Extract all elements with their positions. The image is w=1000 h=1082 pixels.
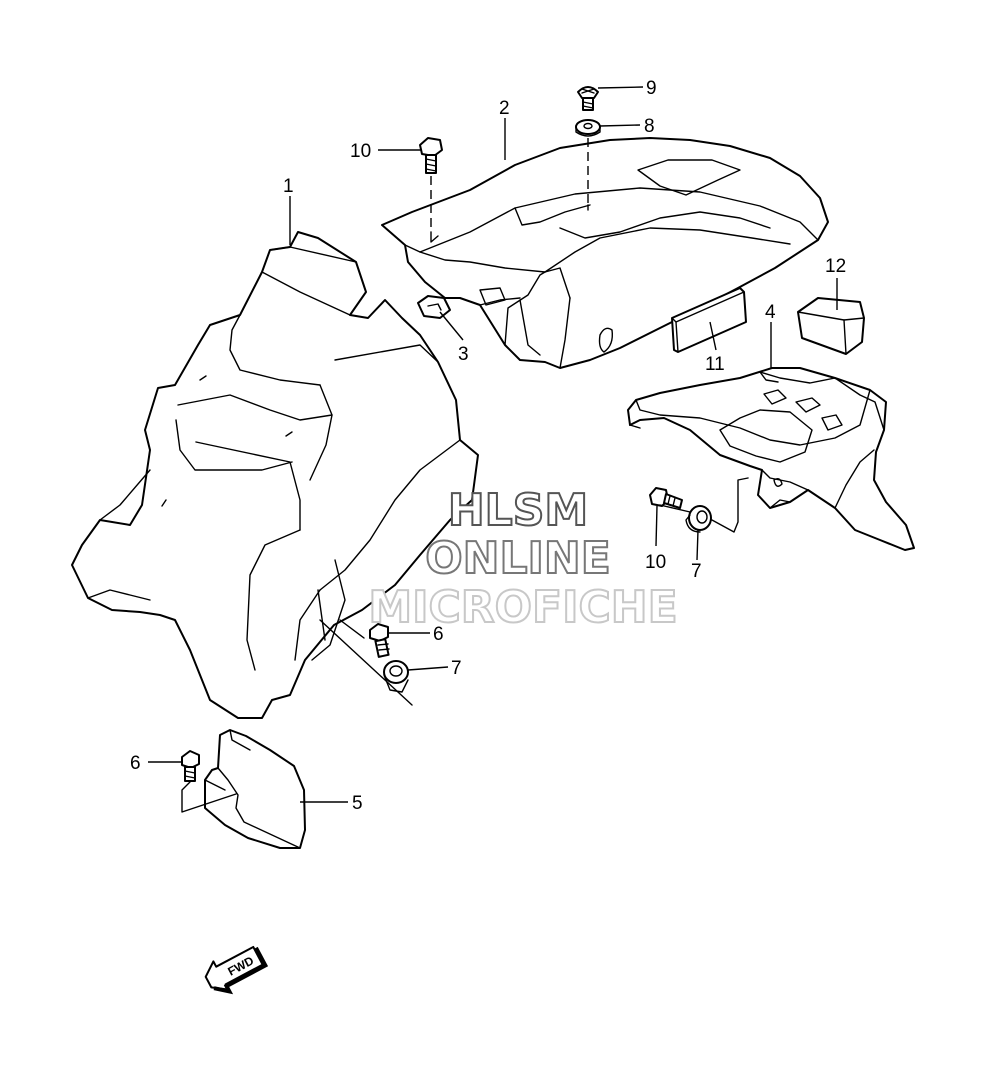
part-10-bolt-lower[interactable] xyxy=(649,487,683,509)
assembly-lines xyxy=(181,138,749,813)
part-8-washer[interactable] xyxy=(575,119,601,137)
part-6-bolt-lower[interactable] xyxy=(181,750,200,782)
callout-7-center: 7 xyxy=(451,658,462,679)
watermark: HLSM ONLINE MICROFICHE xyxy=(367,484,678,634)
callout-3: 3 xyxy=(458,344,469,365)
callout-1: 1 xyxy=(283,176,294,197)
callout-9: 9 xyxy=(646,78,657,99)
leader-lines xyxy=(148,86,838,803)
fwd-arrow-icon: FWD xyxy=(204,945,269,995)
callout-11: 11 xyxy=(705,354,725,375)
part-12-cushion[interactable] xyxy=(797,297,865,355)
callout-2: 2 xyxy=(499,98,510,119)
callout-4: 4 xyxy=(765,302,776,323)
callout-7-right: 7 xyxy=(691,561,702,582)
part-6-bolt-center[interactable] xyxy=(369,623,390,658)
part-3-clip-nut[interactable] xyxy=(417,295,451,319)
part-7-grommet-right[interactable] xyxy=(685,505,712,533)
callout-5: 5 xyxy=(352,793,363,814)
watermark-line-2: ONLINE xyxy=(425,533,611,584)
part-1-front-fender[interactable] xyxy=(71,231,479,719)
part-11-reflector[interactable] xyxy=(671,287,747,353)
part-5-mud-flap[interactable] xyxy=(204,729,306,849)
callout-10-lower: 10 xyxy=(645,552,666,573)
callout-10-upper: 10 xyxy=(350,141,371,162)
callouts: 1 2 3 4 5 6 6 7 7 8 9 10 10 11 12 xyxy=(130,78,846,814)
part-10-bolt-upper[interactable] xyxy=(419,137,443,174)
callout-12: 12 xyxy=(825,256,846,277)
part-9-screw[interactable] xyxy=(577,86,599,111)
callout-8: 8 xyxy=(644,116,655,137)
watermark-line-1: HLSM xyxy=(448,485,588,536)
part-2-rear-fender[interactable] xyxy=(381,137,829,369)
callout-6-lower: 6 xyxy=(130,753,141,774)
watermark-line-3: MICROFICHE xyxy=(368,582,677,633)
part-4-bracket[interactable] xyxy=(627,367,915,551)
part-7-grommet-center[interactable] xyxy=(383,660,409,693)
callout-6-center: 6 xyxy=(433,624,444,645)
